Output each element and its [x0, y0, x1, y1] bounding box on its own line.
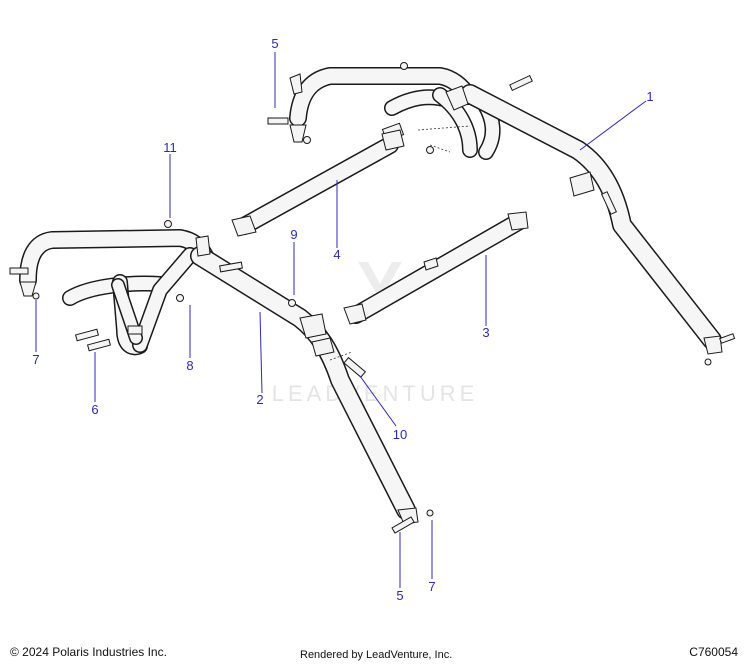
- callout-5-bottom[interactable]: 5: [396, 588, 403, 603]
- callout-4[interactable]: 4: [333, 247, 340, 262]
- leadventure-watermark: LEADVENTURE: [272, 262, 479, 406]
- diagram-id: C760054: [689, 645, 738, 659]
- callout-10[interactable]: 10: [393, 427, 407, 442]
- callout-7-left[interactable]: 7: [32, 352, 39, 367]
- cross-tube-part-4[interactable]: [231, 129, 405, 237]
- callout-8[interactable]: 8: [186, 358, 193, 373]
- callout-2[interactable]: 2: [256, 392, 263, 407]
- callout-3[interactable]: 3: [482, 325, 489, 340]
- front-cage-part-2[interactable]: [9, 220, 434, 534]
- cross-tube-part-3[interactable]: [329, 211, 529, 361]
- copyright-text: © 2024 Polaris Industries Inc.: [10, 645, 167, 659]
- rendered-by-text: Rendered by LeadVenture, Inc.: [300, 649, 453, 661]
- leader-lines: [35, 52, 647, 588]
- rear-cage-part-1[interactable]: [267, 62, 736, 366]
- callout-11[interactable]: 11: [163, 140, 177, 155]
- watermark-text: LEADVENTURE: [272, 381, 479, 406]
- callout-9[interactable]: 9: [290, 227, 297, 242]
- callout-6[interactable]: 6: [91, 402, 98, 417]
- callout-1[interactable]: 1: [646, 89, 653, 104]
- pin-part-10[interactable]: [343, 356, 367, 378]
- callout-5-top[interactable]: 5: [271, 36, 278, 51]
- callout-labels: 1 2 3 4 5 5 6 7 7 8 9 10 11: [32, 36, 653, 603]
- callout-7-bottom[interactable]: 7: [428, 579, 435, 594]
- watermark-logo: [358, 262, 402, 300]
